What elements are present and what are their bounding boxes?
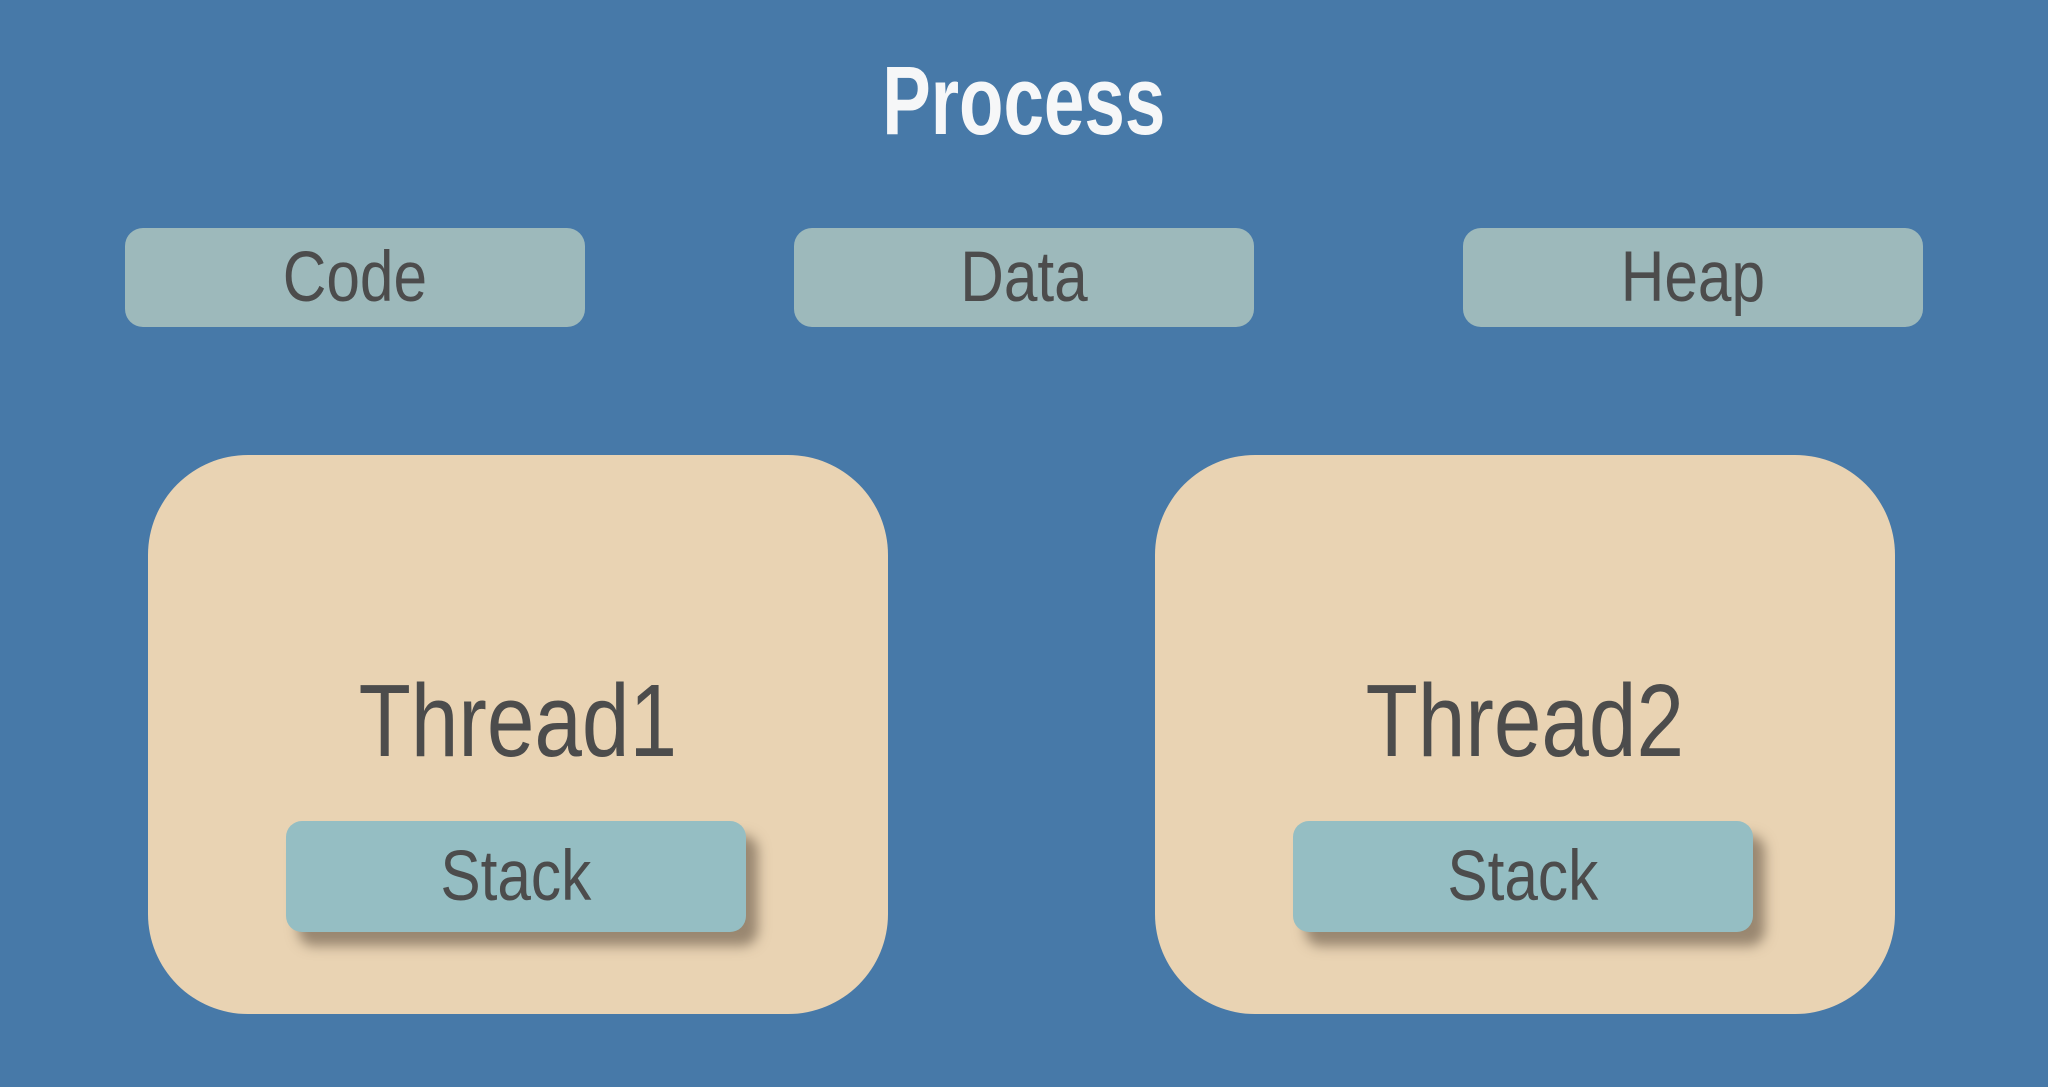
process-title: Process (0, 52, 2048, 149)
thread2-stack-label: Stack (1447, 837, 1599, 916)
thread2-label-text: Thread2 (1365, 663, 1685, 778)
thread1-label-text: Thread1 (358, 663, 678, 778)
thread1-card: Thread1 Stack (148, 455, 888, 1014)
thread2-card: Thread2 Stack (1155, 455, 1895, 1014)
thread2-label: Thread2 (1155, 669, 1895, 772)
heap-segment-box: Heap (1463, 228, 1923, 327)
data-segment-box: Data (794, 228, 1254, 327)
code-segment-box: Code (125, 228, 585, 327)
thread2-stack-box: Stack (1293, 821, 1753, 932)
process-title-text: Process (882, 46, 1166, 155)
data-segment-label: Data (960, 238, 1088, 317)
heap-segment-label: Heap (1620, 238, 1766, 317)
thread1-stack-label: Stack (440, 837, 592, 916)
code-segment-label: Code (282, 238, 428, 317)
thread1-label: Thread1 (148, 669, 888, 772)
thread1-stack-box: Stack (286, 821, 746, 932)
